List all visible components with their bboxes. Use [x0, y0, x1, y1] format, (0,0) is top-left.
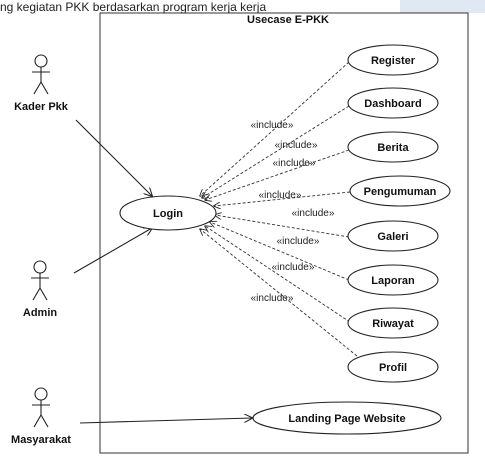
- stick-figure-icon: [32, 387, 50, 428]
- usecase-ellipse-login: [119, 195, 217, 231]
- usecase-label-landing: Landing Page Website: [288, 413, 405, 425]
- usecase-riwayat: Riwayat: [347, 307, 439, 339]
- usecase-ellipse-galeri: [347, 220, 439, 252]
- include-label-laporan: «include»: [277, 236, 320, 247]
- association-masyarakat: [79, 418, 252, 424]
- edges: «include» «include» «include» «include» «inc…: [73, 61, 358, 424]
- stick-figure-icon: [31, 260, 49, 301]
- usecase-label-register: Register: [371, 55, 416, 67]
- system-title: Usecase E-PKK: [247, 14, 329, 26]
- include-line-profil: [200, 229, 358, 357]
- usecase-dashboard: Dashboard: [347, 87, 439, 119]
- usecase-label-dashboard: Dashboard: [364, 98, 421, 110]
- actor-masyarakat: Masyarakat: [11, 387, 71, 446]
- usecase-ellipse-riwayat: [347, 307, 439, 339]
- usecase-berita: Berita: [347, 131, 439, 163]
- top-cropped-text-strip: ng kegiatan PKK berdasarkan program kerj…: [0, 0, 485, 16]
- usecase-ellipse-pengumuman: [349, 175, 451, 207]
- include-line-laporan: [210, 222, 350, 281]
- usecase-ellipse-dashboard: [347, 87, 439, 119]
- usecase-label-profil: Profil: [379, 362, 407, 374]
- usecase-ellipse-berita: [347, 131, 439, 163]
- include-line-riwayat: [205, 226, 351, 323]
- actor-kader: Kader Pkk: [14, 54, 69, 113]
- actor-label-kader: Kader Pkk: [14, 101, 69, 113]
- stick-figure-icon: [32, 54, 50, 95]
- include-label-berita: «include»: [273, 158, 316, 169]
- include-line-berita: [205, 149, 350, 200]
- usecase-label-login: Login: [153, 208, 183, 220]
- association-admin: [73, 228, 152, 274]
- usecase-profil: Profil: [347, 351, 439, 383]
- include-label-register: «include»: [251, 120, 294, 131]
- usecase-label-laporan: Laporan: [371, 275, 415, 287]
- text-highlight: [400, 0, 485, 13]
- usecase-label-riwayat: Riwayat: [372, 318, 414, 330]
- include-label-profil: «include»: [251, 293, 294, 304]
- include-line-pengumuman: [214, 191, 351, 206]
- include-line-dashboard: [202, 105, 350, 198]
- actor-label-masyarakat: Masyarakat: [11, 434, 71, 446]
- usecase-galeri: Galeri: [347, 220, 439, 252]
- include-line-galeri: [215, 215, 350, 238]
- usecase-label-berita: Berita: [377, 142, 409, 154]
- usecase-label-galeri: Galeri: [377, 231, 408, 243]
- actor-admin: Admin: [23, 260, 58, 319]
- usecase-ellipse-laporan: [347, 264, 439, 296]
- usecases: Login RegisterDashboardBeritaPengumumanGa…: [119, 44, 451, 435]
- include-label-dashboard: «include»: [275, 140, 318, 151]
- actor-label-admin: Admin: [23, 307, 58, 319]
- include-label-pengumuman: «include»: [259, 190, 302, 201]
- include-line-register: [200, 61, 350, 196]
- usecase-laporan: Laporan: [347, 264, 439, 296]
- system-boundary: [99, 12, 469, 454]
- association-kader: [75, 119, 152, 196]
- usecase-login: Login: [119, 195, 217, 231]
- usecase-ellipse-register: [347, 44, 439, 76]
- usecase-landing: Landing Page Website: [252, 401, 442, 435]
- usecase-pengumuman: Pengumuman: [349, 175, 451, 207]
- usecase-label-pengumuman: Pengumuman: [364, 186, 437, 198]
- usecase-register: Register: [347, 44, 439, 76]
- cropped-caption-text: ng kegiatan PKK berdasarkan program kerj…: [0, 0, 267, 14]
- usecase-ellipse-profil: [347, 351, 439, 383]
- include-label-riwayat: «include»: [272, 262, 315, 273]
- usecase-ellipse-landing: [252, 401, 442, 435]
- include-label-galeri: «include»: [292, 208, 335, 219]
